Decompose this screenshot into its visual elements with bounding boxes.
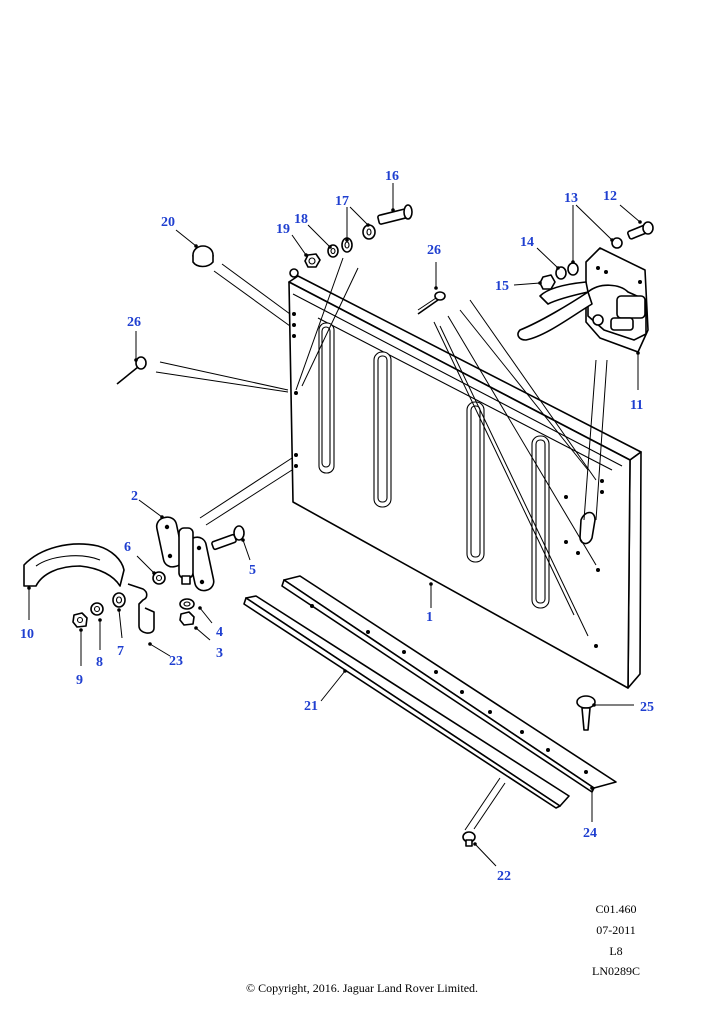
bolt-16 bbox=[377, 204, 413, 225]
latch-assembly bbox=[517, 247, 649, 353]
callout-18: 18 bbox=[294, 212, 308, 227]
washer-13 bbox=[567, 237, 623, 276]
washer-14 bbox=[555, 266, 567, 280]
callout-8: 8 bbox=[96, 655, 103, 670]
diagram-image-id: LN0289C bbox=[592, 964, 640, 978]
plug-20 bbox=[192, 245, 214, 268]
nut-15 bbox=[539, 274, 556, 290]
strap-10 bbox=[23, 543, 125, 587]
washer-7 bbox=[112, 592, 126, 608]
callout-23: 23 bbox=[169, 654, 183, 669]
nut-19 bbox=[304, 253, 321, 268]
callout-19: 19 bbox=[276, 222, 290, 237]
clip-22 bbox=[462, 831, 476, 847]
nut-3 bbox=[179, 611, 195, 626]
screw-26-upper bbox=[417, 291, 446, 315]
washer-6 bbox=[152, 571, 166, 585]
callout-13: 13 bbox=[564, 191, 578, 206]
callout-20: 20 bbox=[161, 215, 175, 230]
hinge-2 bbox=[155, 516, 215, 592]
callout-4: 4 bbox=[216, 625, 223, 640]
callout-10: 10 bbox=[20, 627, 34, 642]
washer-8 bbox=[90, 602, 104, 616]
bolt-5 bbox=[211, 525, 245, 551]
seal-strip-21 bbox=[243, 595, 570, 809]
callout-15: 15 bbox=[495, 279, 509, 294]
washer-4 bbox=[179, 598, 195, 610]
diagram-date: 07-2011 bbox=[596, 923, 636, 937]
callout-7: 7 bbox=[117, 644, 124, 659]
callout-12: 12 bbox=[603, 189, 617, 204]
callout-16: 16 bbox=[385, 169, 399, 184]
callout-3: 3 bbox=[216, 646, 223, 661]
callout-labels: 1 2 3 4 5 6 7 8 9 10 11 12 13 14 15 16 1… bbox=[20, 169, 654, 884]
bolt-12 bbox=[627, 221, 654, 240]
callout-1: 1 bbox=[426, 610, 433, 625]
screw-26-left bbox=[116, 356, 147, 385]
nut-9 bbox=[72, 612, 88, 628]
callout-9: 9 bbox=[76, 673, 83, 688]
callout-26-left: 26 bbox=[127, 315, 141, 330]
callout-6: 6 bbox=[124, 540, 131, 555]
diagram-code: C01.460 bbox=[595, 902, 637, 916]
callout-24: 24 bbox=[583, 826, 597, 841]
copyright-notice: © Copyright, 2016. Jaguar Land Rover Lim… bbox=[245, 981, 479, 995]
callout-17: 17 bbox=[335, 194, 349, 209]
callout-21: 21 bbox=[304, 699, 318, 714]
bracket-23 bbox=[127, 583, 155, 634]
callout-25: 25 bbox=[640, 700, 654, 715]
callout-2: 2 bbox=[131, 489, 138, 504]
callout-26-upper: 26 bbox=[427, 243, 441, 258]
callout-14: 14 bbox=[520, 235, 534, 250]
leader-lines bbox=[27, 183, 642, 867]
diagram-variant: L8 bbox=[609, 944, 623, 958]
callout-5: 5 bbox=[249, 563, 256, 578]
callout-22: 22 bbox=[497, 869, 511, 884]
callout-11: 11 bbox=[630, 398, 643, 413]
screw-25 bbox=[576, 695, 596, 731]
